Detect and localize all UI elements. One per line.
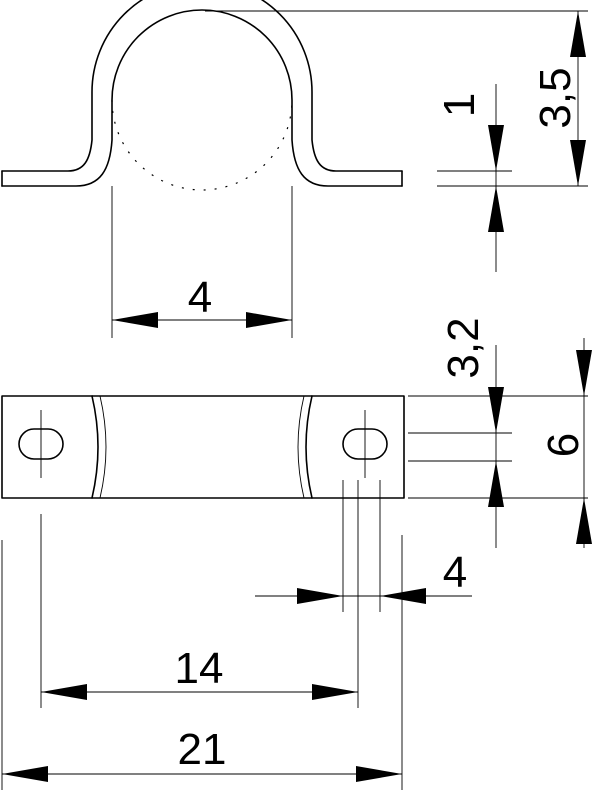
label-total-length: 21 [178,725,227,774]
top-extension-lines [111,10,588,338]
dimension-total-height: 3,5 [531,11,586,186]
dimension-strap-width: 6 [539,338,592,548]
strap-outline [1,395,405,499]
saddle-left-edge [91,395,99,499]
clamp-inner-contour [1,9,403,187]
dimension-hole-spacing: 14 [41,644,358,700]
label-slot-width: 3,2 [439,317,488,378]
clamp-outer-contour [1,0,403,172]
saddle-right-inner-edge [297,395,305,499]
right-mounting-slot [342,428,388,460]
label-slot-length: 4 [443,548,467,597]
pipe-hidden-line [111,99,293,191]
clamp-plan-view [1,395,405,499]
dimension-sheet-thickness: 1 [435,84,504,272]
clamp-side-profile [1,0,403,191]
saddle-right-edge [305,395,313,499]
label-sheet-thickness: 1 [435,93,484,117]
dimension-total-length: 21 [2,725,402,782]
bottom-extension-lines [1,395,588,790]
label-hole-spacing: 14 [175,644,224,693]
label-top-diameter: 4 [188,273,212,322]
label-total-height: 3,5 [531,67,580,128]
dimension-slot-width: 3,2 [439,317,504,548]
saddle-left-inner-edge [99,395,107,499]
left-mounting-slot [18,428,64,460]
dimension-slot-length: 4 [255,548,472,604]
label-strap-width: 6 [539,433,588,457]
dimension-top-diameter: 4 [112,273,292,328]
